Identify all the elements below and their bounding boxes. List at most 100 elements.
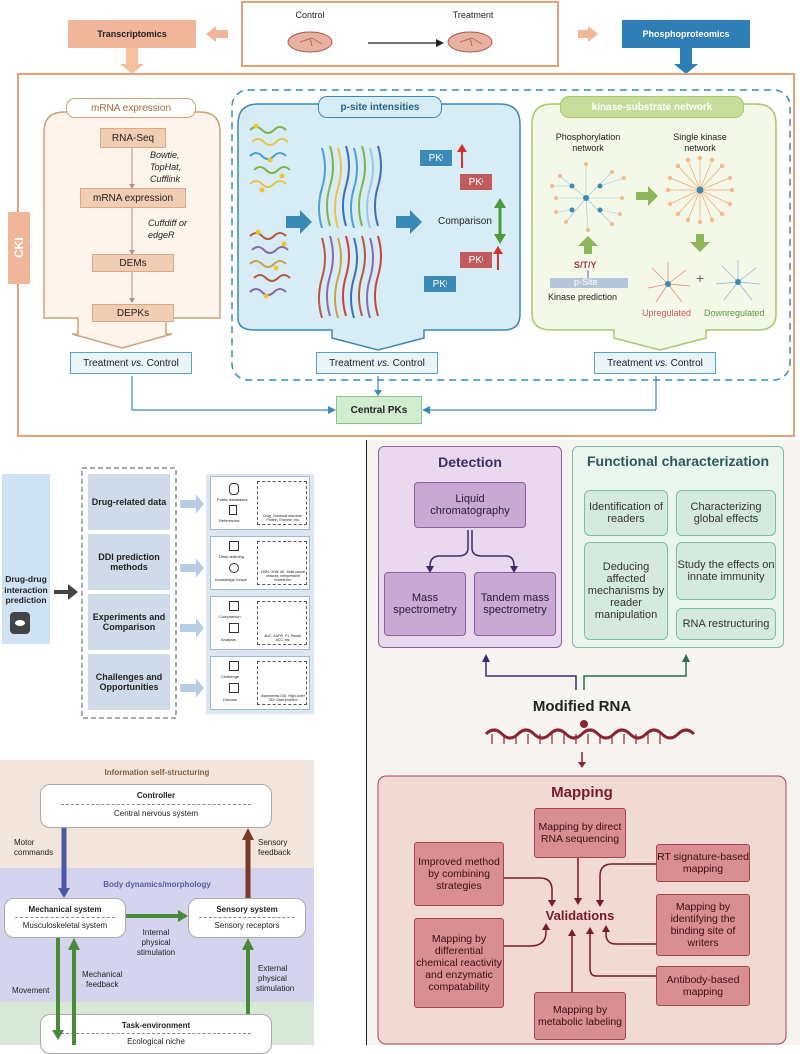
single-kinase-label-2: network: [684, 143, 716, 153]
tvc-vs: vs.: [377, 357, 390, 369]
ddi-item-deep-learning: Deep learning: [219, 554, 244, 559]
external-label-1: External: [258, 964, 288, 973]
ddi-item-knowledge-graph: Knowledge Graph: [215, 577, 248, 582]
detection-title: Detection: [438, 454, 502, 470]
func-item-deducing: Deducing affected mechanisms by reader m…: [584, 542, 668, 640]
problems-panel: Asymmetric DDI, High-order DDI, Data pro…: [257, 661, 307, 705]
upregulated-label: Upregulated: [642, 308, 692, 318]
movement-label: Movement: [12, 986, 50, 995]
internal-label-2: physical: [141, 938, 171, 947]
tvc-control: Control: [146, 357, 179, 369]
motor-label-2: commands: [14, 848, 54, 857]
map-antibody: Antibody-based mapping: [656, 966, 750, 1006]
sensory-fb-label-2: feedback: [258, 848, 291, 857]
tool-edger: edgeR: [148, 230, 175, 240]
network-panel: DNN, GNN, AE, Multi-neural network, Inte…: [257, 541, 307, 585]
phos-network-label-2: network: [572, 143, 604, 153]
ddi-row-label-2: DDI prediction methods: [88, 534, 170, 590]
tool-cuffdiff: Cuffdiff or: [148, 218, 188, 228]
map-differential: Mapping by differential chemical reactiv…: [414, 918, 504, 1008]
func-item-rna-restructuring: RNA restructuring: [676, 608, 776, 640]
ddi-row-detail-1: Public databases References Drug, Chemic…: [210, 476, 310, 530]
map-direct-rna: Mapping by direct RNA sequencing: [534, 808, 626, 858]
sensory-system-box: Sensory system Sensory receptors: [188, 898, 306, 938]
p-site-intensities-title: p-site intensities: [318, 96, 442, 118]
pk-label: PK: [428, 152, 442, 164]
modified-rna-label: Modified RNA: [532, 698, 632, 715]
sens-sys-title: Sensory system: [216, 905, 278, 914]
ddi-item-comparison: Comparison: [219, 614, 241, 619]
central-pks-box: Central PKs: [336, 396, 422, 424]
internal-label-1: Internal: [142, 928, 170, 937]
metrics-panel: AUC, AUPR, F1, Recall, ACC, etc.: [257, 601, 307, 645]
treatment-vs-control-2: Treatment vs. Control: [316, 352, 438, 374]
pk-label: PK: [468, 254, 482, 266]
ddi-row-label-1: Drug-related data: [88, 474, 170, 530]
pk-subscript: i: [482, 257, 484, 263]
ddi-item-methods-detail: DNN, GNN, AE, Multi-neural network, Inte…: [261, 570, 305, 582]
internal-label-3: stimulation: [136, 948, 176, 957]
phosphoproteomics-box: Phosphoproteomics: [622, 20, 750, 48]
graph-icon: [229, 563, 239, 573]
pk-label: PK: [468, 176, 482, 188]
ddi-item-analysis: Analysis: [221, 637, 236, 642]
tvc-treatment: Treatment: [83, 357, 129, 369]
tvc-treatment: Treatment: [607, 357, 653, 369]
ddi-item-problems-detail: Asymmetric DDI, High-order DDI, Data pro…: [261, 694, 305, 702]
map-improved: Improved method by combining strategies: [414, 842, 504, 906]
tvc-treatment: Treatment: [329, 357, 375, 369]
database-icon: [229, 483, 239, 495]
p-site-label: p-Site: [574, 277, 598, 287]
mass-spec-box: Mass spectrometry: [384, 572, 466, 636]
sens-rec-label: Sensory receptors: [214, 921, 280, 930]
func-item-global-effects: Characterizing global effects: [676, 490, 776, 536]
ddi-item-metrics-detail: AUC, AUPR, F1, Recall, ACC, etc.: [264, 634, 302, 642]
liquid-chrom-box: Liquid chromatography: [414, 482, 526, 528]
ddi-left-label: Drug-drug interaction prediction: [4, 574, 48, 606]
controller-title: Controller: [136, 791, 176, 800]
eco-niche-label: Ecological niche: [127, 1037, 185, 1046]
mrna-expression-title: mRNA expression: [66, 98, 196, 118]
map-writers: Mapping by identifying the binding site …: [656, 894, 750, 956]
mech-fb-label-1: Mechanical: [82, 970, 123, 979]
tool-cufflink: Cufflink: [150, 174, 181, 184]
ddi-item-public-db: Public databases: [217, 497, 248, 502]
tvc-control: Control: [392, 357, 425, 369]
cns-label: Central nervous system: [113, 809, 199, 818]
kinase-substrate-network-title: kinase-substrate network: [560, 96, 744, 118]
mrna-expression-box: mRNA expression: [80, 188, 186, 208]
func-item-identification: Identification of readers: [584, 490, 668, 536]
ddi-row-detail-3: Comparison Analysis AUC, AUPR, F1, Recal…: [210, 596, 310, 650]
mapping-title: Mapping: [551, 784, 613, 801]
body-dyn-label: Body dynamics/morphology: [103, 880, 211, 889]
discuss-icon: [229, 683, 239, 693]
tool-bowtie: Bowtie,: [150, 150, 180, 160]
deep-learning-icon: [229, 541, 239, 551]
validations-label: Validations: [545, 908, 615, 923]
comparison-label: Comparison: [438, 216, 492, 227]
pk-label: PK: [432, 278, 446, 290]
depks-box: DEPKs: [92, 304, 174, 322]
map-rt-signature: RT signature-based mapping: [656, 844, 750, 882]
sty-label: S/T/Y: [574, 260, 597, 270]
analysis-icon: [229, 623, 239, 633]
ddi-item-drug-detail: Drug, Chemical structure, Protein, Enzym…: [263, 514, 303, 522]
ddi-row-label-3: Experiments and Comparison: [88, 594, 170, 650]
control-label: Control: [295, 10, 325, 20]
transcriptomics-box: Transcriptomics: [68, 20, 196, 48]
task-env-title: Task-environment: [121, 1021, 191, 1030]
motor-label-1: Motor: [14, 838, 35, 847]
ddi-row-label-4: Challenges and Opportunities: [88, 654, 170, 710]
ddi-item-discuss: Discuss: [223, 697, 238, 702]
controller-box: Controller Central nervous system: [40, 784, 272, 828]
treatment-label: Treatment: [452, 10, 494, 20]
musculo-label: Musculoskeletal system: [22, 921, 108, 930]
tvc-control: Control: [670, 357, 703, 369]
treatment-vs-control-3: Treatment vs. Control: [594, 352, 716, 374]
ddi-item-challenge: Challenge: [221, 674, 240, 679]
